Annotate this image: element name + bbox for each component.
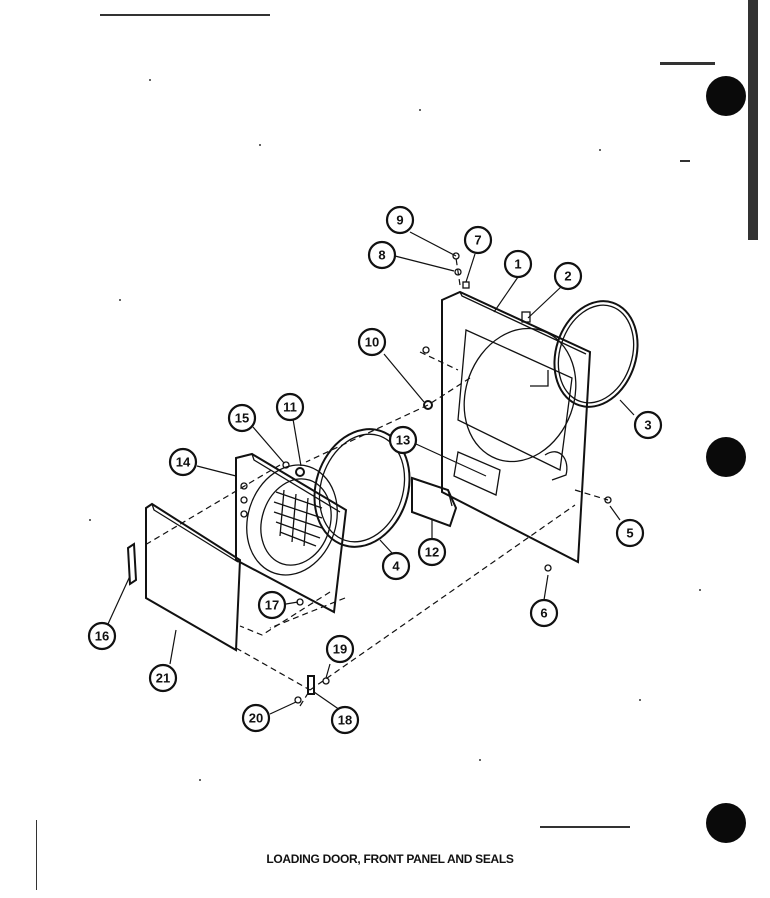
hinge <box>307 675 315 695</box>
svg-text:19: 19 <box>333 642 347 657</box>
callout-6: 6 <box>529 598 559 628</box>
svg-text:10: 10 <box>365 335 379 350</box>
svg-text:1: 1 <box>514 257 521 272</box>
svg-text:4: 4 <box>392 559 400 574</box>
callout-14: 14 <box>168 447 198 477</box>
svg-text:9: 9 <box>396 213 403 228</box>
svg-text:3: 3 <box>644 418 651 433</box>
callout-18: 18 <box>330 705 360 735</box>
outer-seal <box>553 300 639 408</box>
callout-9: 9 <box>385 205 415 235</box>
callout-20: 20 <box>241 703 271 733</box>
svg-text:7: 7 <box>474 233 481 248</box>
callout-16: 16 <box>87 621 117 651</box>
binder-hole-bottom <box>706 803 746 843</box>
svg-text:12: 12 <box>425 545 439 560</box>
svg-text:11: 11 <box>283 400 297 415</box>
svg-text:8: 8 <box>378 248 385 263</box>
front-panel <box>441 290 592 564</box>
binder-hole-top <box>706 76 746 116</box>
door-handle <box>126 542 138 586</box>
door-inner-frame <box>235 452 348 614</box>
svg-text:5: 5 <box>626 526 633 541</box>
svg-text:15: 15 <box>235 411 249 426</box>
alignment-lines <box>144 257 609 707</box>
binder-hole-middle <box>706 437 746 477</box>
callout-3: 3 <box>633 410 663 440</box>
callout-4: 4 <box>381 551 411 581</box>
callout-17: 17 <box>257 590 287 620</box>
svg-text:13: 13 <box>396 433 410 448</box>
callout-8: 8 <box>367 240 397 270</box>
callout-1: 1 <box>503 249 533 279</box>
callout-21: 21 <box>148 663 178 693</box>
callout-11: 11 <box>275 392 305 422</box>
scan-noise <box>36 0 758 890</box>
hardware <box>282 252 612 704</box>
svg-text:20: 20 <box>249 711 263 726</box>
callout-15: 15 <box>227 403 257 433</box>
callout-10: 10 <box>357 327 387 357</box>
svg-text:6: 6 <box>540 606 547 621</box>
leader-lines <box>107 231 635 715</box>
callout-19: 19 <box>325 634 355 664</box>
callout-12: 12 <box>417 537 447 567</box>
callout-5: 5 <box>615 518 645 548</box>
svg-text:18: 18 <box>338 713 352 728</box>
filter-box <box>411 476 458 528</box>
svg-text:21: 21 <box>156 671 170 686</box>
callout-7: 7 <box>463 225 493 255</box>
grille-pattern <box>273 489 323 547</box>
svg-text:14: 14 <box>176 455 191 470</box>
callouts: 1 2 3 4 5 6 7 8 9 10 11 12 13 14 15 16 1… <box>87 205 663 735</box>
diagram-title: LOADING DOOR, FRONT PANEL AND SEALS <box>266 852 514 866</box>
svg-text:16: 16 <box>95 629 109 644</box>
outer-door-panel <box>145 502 242 652</box>
svg-text:17: 17 <box>265 598 279 613</box>
callout-13: 13 <box>388 425 418 455</box>
callout-2: 2 <box>553 261 583 291</box>
svg-text:2: 2 <box>564 269 571 284</box>
